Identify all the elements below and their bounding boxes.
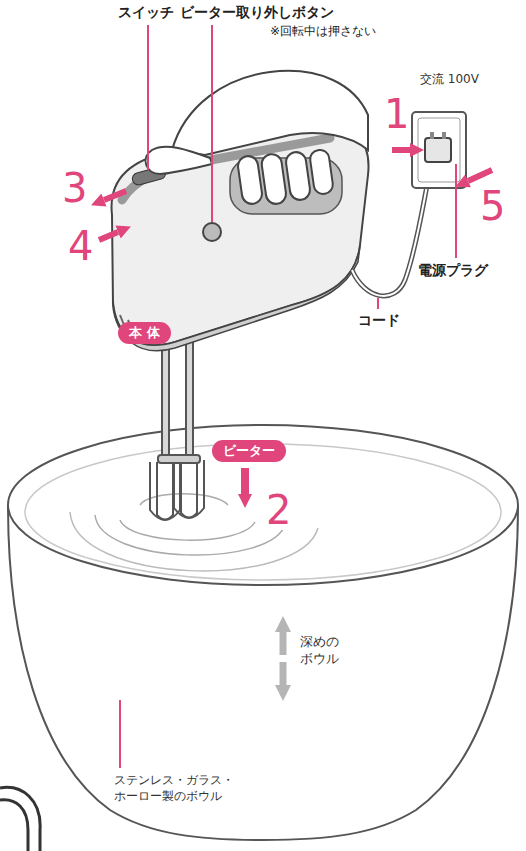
part-tag: 本 体	[118, 322, 171, 344]
hand	[146, 71, 368, 205]
bowl-material-note: ステンレス・ガラス・ ホーロー製のボウル	[112, 772, 246, 804]
step-number: 4	[68, 226, 93, 266]
bowl-note: 深めの ボウル	[298, 634, 346, 668]
wall-socket	[412, 112, 466, 188]
caution-note: ※回転中は押さない	[270, 24, 376, 39]
step-number: 5	[480, 186, 505, 226]
step-number: 1	[384, 94, 409, 134]
part-label: スイッチ	[118, 4, 174, 22]
part-tag: ビーター	[212, 440, 286, 462]
tag-text: ビーター	[223, 443, 275, 459]
step-arrows	[99, 150, 492, 494]
tag-text: 本 体	[129, 325, 160, 341]
step-number: 2	[264, 490, 293, 530]
depth-arrow	[280, 632, 287, 685]
step-number: 3	[62, 168, 87, 208]
bowl	[8, 425, 518, 840]
partial-figure	[0, 787, 40, 851]
mixer-body	[112, 124, 369, 350]
part-label: 電源プラグ	[418, 262, 488, 280]
part-label: コード	[358, 312, 400, 330]
part-label: ビーター取り外しボタン	[180, 4, 334, 22]
leader-lines	[120, 25, 456, 768]
voltage-label: 交流 100V	[420, 72, 479, 87]
beaters	[150, 336, 204, 520]
